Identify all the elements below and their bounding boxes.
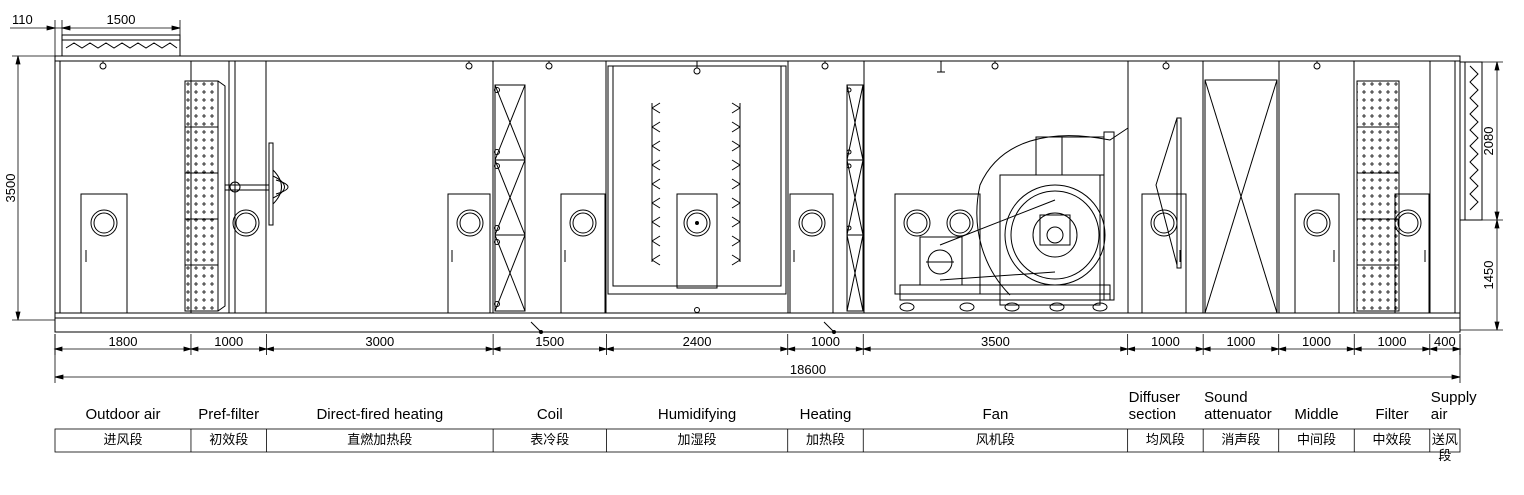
- section-name-cn: 进风段: [103, 432, 143, 447]
- section-name-cn: 中效段: [1372, 432, 1412, 447]
- section-name-cn: 直燃加热段: [347, 432, 413, 447]
- top-dimensions: 110 1500: [10, 12, 181, 56]
- section-length-label: 400: [1434, 334, 1456, 349]
- humidifier-nozzles: [651, 102, 741, 266]
- access-door: [80, 193, 1430, 314]
- section-dimension-chain: 1800 1000 3000 1500 2400 1000 3500 1000 1000 1000…: [53, 334, 1462, 355]
- section-name-en: Coil: [536, 406, 563, 423]
- section-name-cn: 风机段: [975, 432, 1015, 447]
- section-name-en: Fan: [982, 406, 1009, 423]
- top-inlet-damper: [61, 34, 181, 57]
- section-name-cn: 加湿段: [677, 432, 717, 447]
- section-name-cn: 初效段: [209, 432, 249, 447]
- section-length-label: 1000: [1151, 334, 1180, 349]
- section-length-label: 1000: [1378, 334, 1407, 349]
- left-height-dimension: 3500: [3, 55, 55, 321]
- pre-filter-bank: [184, 80, 226, 312]
- section-name-en: Pref-filter: [198, 406, 260, 423]
- section-name-en: Middle: [1294, 406, 1339, 423]
- section-name-en: Diffuser section: [1128, 389, 1181, 423]
- section-length-label: 1000: [1226, 334, 1255, 349]
- sound-attenuator-baffle: [1204, 79, 1278, 314]
- supply-outlet-damper: [1459, 61, 1483, 221]
- section-label-table: [54, 428, 1461, 453]
- total-length-dimension: 18600: [54, 334, 1461, 383]
- section-name-cn: 均风段: [1145, 432, 1185, 447]
- section-name-en: Heating: [799, 406, 852, 423]
- total-height-label: 3500: [3, 174, 18, 203]
- section-name-en: Direct-fired heating: [316, 406, 444, 423]
- fan-assembly: [899, 127, 1129, 312]
- right-height-dimensions: 2080 1450: [1460, 61, 1503, 331]
- top-inlet-label: 1500: [107, 12, 136, 27]
- lamp-icon: [99, 61, 1321, 75]
- humidifier: [607, 65, 787, 313]
- section-name-en: Sound attenuator: [1204, 389, 1272, 423]
- section-length-label: 2400: [683, 334, 712, 349]
- section-name-en: Outdoor air: [85, 406, 161, 423]
- medium-filter-bank: [1356, 80, 1400, 312]
- section-name-en: Supply air: [1430, 389, 1477, 423]
- section-length-label: 3500: [981, 334, 1010, 349]
- section-length-label: 3000: [365, 334, 394, 349]
- lower-height-label: 1450: [1481, 261, 1496, 290]
- upper-height-label: 2080: [1481, 127, 1496, 156]
- burner-icon: [225, 142, 289, 226]
- section-length-label: 1000: [1302, 334, 1331, 349]
- section-length-label: 1000: [811, 334, 840, 349]
- section-name-en: Humidifying: [657, 406, 737, 423]
- section-name-cn: 表冷段: [530, 432, 570, 447]
- section-name-cn: 加热段: [805, 432, 845, 447]
- section-length-label: 1000: [214, 334, 243, 349]
- section-name-cn: 中间段: [1296, 432, 1336, 447]
- cooling-coil: [494, 84, 526, 312]
- section-name-cn: 送风段: [1431, 432, 1458, 463]
- drain-icon: [530, 321, 836, 334]
- section-length-label: 1800: [109, 334, 138, 349]
- table-dividers: [190, 429, 1431, 452]
- heating-coil: [846, 84, 864, 312]
- total-length-label: 18600: [790, 362, 826, 377]
- section-length-label: 1500: [535, 334, 564, 349]
- section-name-en: Filter: [1375, 406, 1409, 423]
- diffuser-plate: [1155, 117, 1182, 269]
- section-name-cn: 消声段: [1221, 432, 1261, 447]
- top-offset-label: 110: [12, 12, 33, 27]
